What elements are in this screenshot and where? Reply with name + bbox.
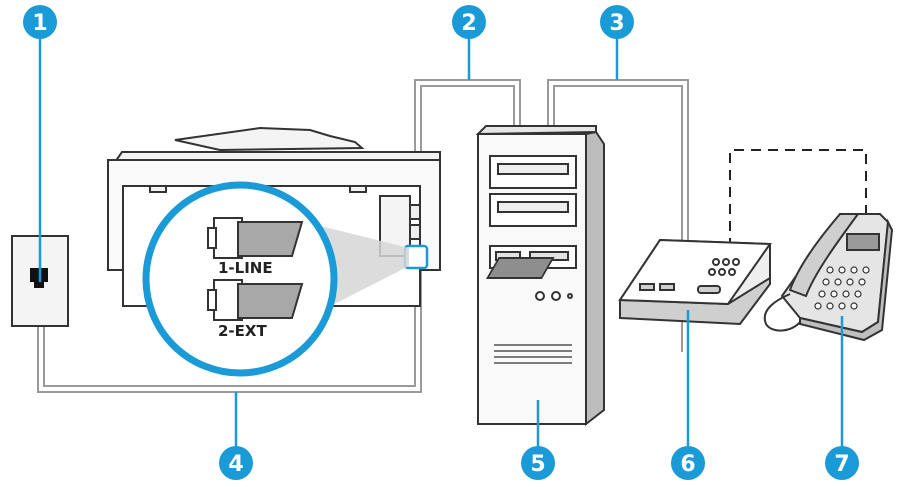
- callout-6-number: 6: [680, 452, 695, 477]
- callout-6: 6: [671, 446, 705, 480]
- callout-2-number: 2: [461, 11, 476, 36]
- callout-2: 2: [452, 5, 486, 39]
- callout-4: 4: [219, 446, 253, 480]
- callout-4-number: 4: [228, 452, 243, 477]
- callout-leaders: [38, 34, 844, 448]
- label-2-ext: 2-EXT: [218, 322, 267, 340]
- callout-1: 1: [23, 5, 57, 39]
- callout-5: 5: [521, 446, 555, 480]
- telephone-icon: [763, 213, 894, 342]
- callout-5-number: 5: [530, 452, 545, 477]
- callout-7: 7: [825, 446, 859, 480]
- cable-wall-to-printer: [37, 264, 422, 393]
- callout-1-number: 1: [32, 11, 47, 36]
- callout-3: 3: [600, 5, 634, 39]
- label-1-line: 1-LINE: [218, 259, 273, 277]
- wall-jack-icon: [11, 235, 69, 327]
- port-zoom-icon: 1-LINE 2-EXT: [142, 181, 338, 377]
- line-port-icon: [207, 217, 304, 259]
- answering-machine-icon: [485, 238, 772, 326]
- callout-3-number: 3: [609, 11, 624, 36]
- ext-port-icon: [207, 279, 304, 321]
- callout-7-number: 7: [834, 452, 849, 477]
